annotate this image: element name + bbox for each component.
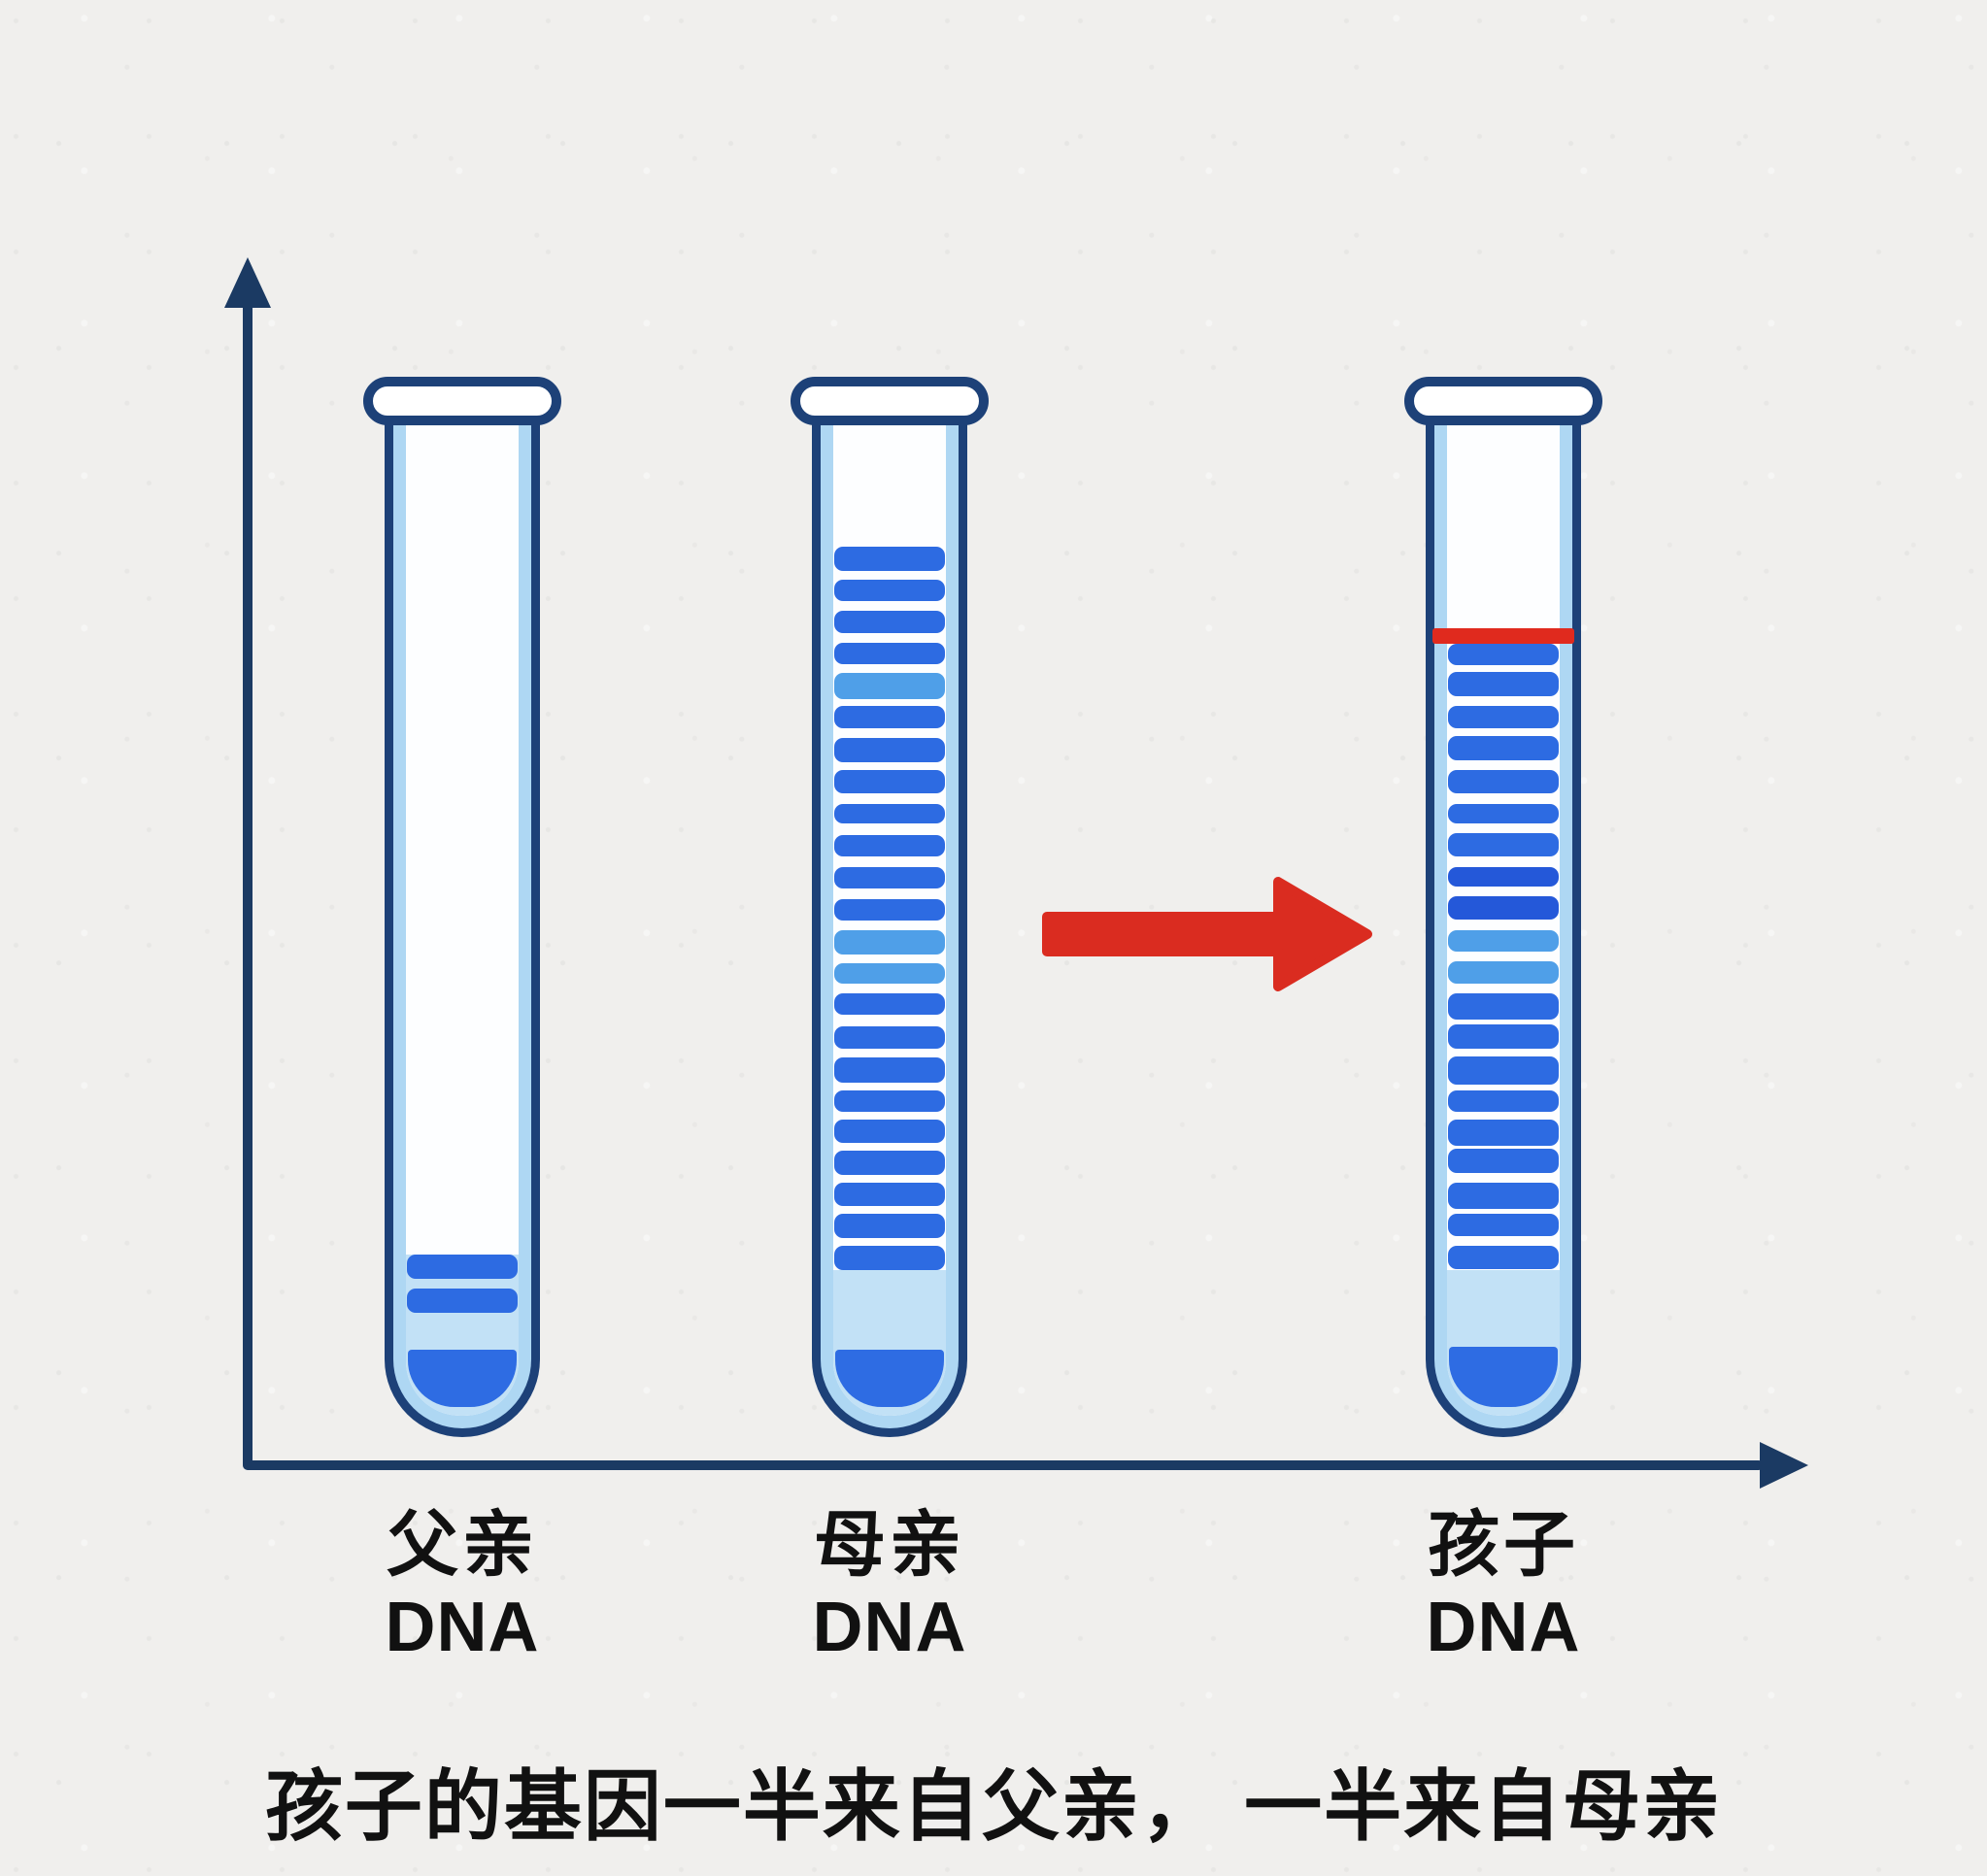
dna-band <box>834 930 945 955</box>
mother-dna-label: 母亲 DNA <box>783 1503 996 1668</box>
dna-band <box>1448 867 1559 887</box>
label-dna: DNA <box>385 1589 540 1666</box>
dna-band <box>834 963 945 984</box>
dna-band <box>834 1246 945 1270</box>
dna-band <box>1448 961 1559 984</box>
dna-band <box>834 547 945 571</box>
x-axis-arrowhead-icon <box>1760 1442 1808 1489</box>
dna-band <box>834 993 945 1015</box>
dna-band <box>1448 804 1559 823</box>
dna-band <box>1448 1090 1559 1112</box>
dna-band <box>834 899 945 921</box>
dna-band <box>834 804 945 823</box>
dna-band <box>834 770 945 793</box>
dna-band <box>1448 736 1559 760</box>
dna-band <box>1448 706 1559 728</box>
y-axis <box>243 291 253 1469</box>
tube-body <box>385 416 540 1437</box>
label-chinese: 孩子 <box>1428 1504 1579 1585</box>
dna-band <box>834 1151 945 1175</box>
x-axis <box>243 1460 1764 1470</box>
label-dna: DNA <box>1426 1589 1581 1666</box>
dna-band <box>1448 644 1559 665</box>
father-dna-label: 父亲 DNA <box>355 1503 569 1668</box>
dna-band <box>834 1026 945 1049</box>
dna-band <box>1448 1024 1559 1049</box>
label-chinese: 父亲 <box>387 1504 538 1585</box>
dna-band <box>1448 896 1559 920</box>
dna-band <box>407 1289 518 1313</box>
dna-band <box>834 706 945 728</box>
red-marker-line <box>1432 628 1574 644</box>
dna-band <box>834 1183 945 1206</box>
dna-band <box>1448 672 1559 696</box>
dna-band <box>1448 993 1559 1020</box>
tube-body <box>812 416 967 1437</box>
dna-band <box>834 867 945 888</box>
label-chinese: 母亲 <box>814 1504 965 1585</box>
dna-band <box>1448 770 1559 793</box>
dna-band <box>1448 833 1559 856</box>
dna-band <box>1448 1056 1559 1085</box>
dna-band <box>834 835 945 856</box>
dna-band <box>834 673 945 699</box>
dna-band <box>1448 1120 1559 1146</box>
right-arrow-icon <box>1042 877 1372 991</box>
tube-contents <box>1447 416 1560 1416</box>
dna-band <box>834 1214 945 1238</box>
dna-band <box>1448 930 1559 952</box>
tube-contents <box>406 416 519 1416</box>
dna-band <box>834 1090 945 1112</box>
dna-band <box>1448 1183 1559 1209</box>
dna-band <box>834 738 945 762</box>
liquid-blue <box>1449 1347 1558 1407</box>
dna-band <box>834 580 945 601</box>
dna-band <box>407 1255 518 1279</box>
dna-band <box>834 643 945 664</box>
tube-cap <box>791 377 989 425</box>
y-axis-arrowhead-icon <box>224 257 271 308</box>
dna-band <box>1448 1149 1559 1173</box>
tube-cap <box>363 377 561 425</box>
label-dna: DNA <box>812 1589 967 1666</box>
tube-body <box>1426 416 1581 1437</box>
dna-band <box>834 611 945 633</box>
dna-band <box>1448 1246 1559 1269</box>
tube-cap <box>1404 377 1602 425</box>
dna-band <box>1448 1214 1559 1236</box>
dna-band <box>834 1057 945 1083</box>
dna-band <box>834 1120 945 1143</box>
tube-contents <box>833 416 946 1416</box>
child-dna-label: 孩子 DNA <box>1397 1503 1610 1668</box>
caption-text: 孩子的基因一半来自父亲， 一半来自母亲 <box>264 1763 1723 1850</box>
